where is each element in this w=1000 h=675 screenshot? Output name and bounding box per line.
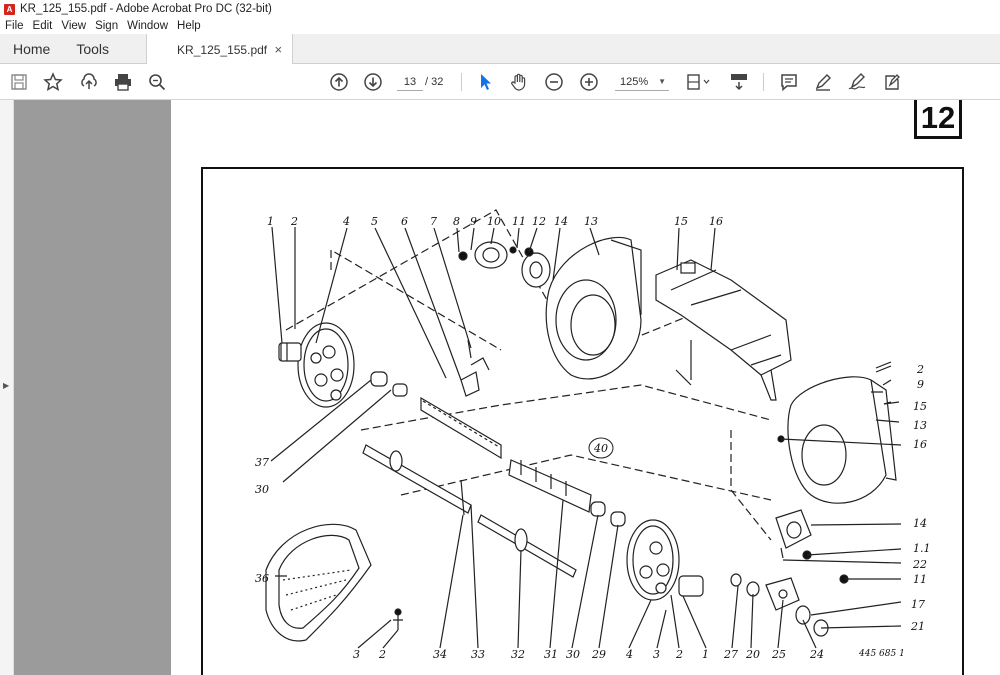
fill-sign-icon[interactable] (881, 71, 903, 93)
part-label: 3 (653, 648, 660, 661)
menu-window[interactable]: Window (127, 20, 169, 32)
sign-icon[interactable] (846, 71, 868, 93)
part-label: 33 (471, 648, 485, 661)
left-panel-toggle[interactable]: ▶ (0, 100, 14, 675)
part-label: 16 (913, 438, 927, 451)
zoom-in-icon[interactable] (578, 71, 600, 93)
chevron-down-icon: ▼ (658, 77, 666, 86)
fit-page-icon[interactable] (685, 71, 713, 93)
menu-bar: File Edit View Sign Window Help (0, 18, 1000, 34)
part-label: 12 (532, 215, 546, 228)
center-callout: 40 (593, 442, 608, 455)
part-label: 29 (591, 648, 606, 661)
part-label: 1 (267, 215, 274, 228)
part-label: 14 (554, 215, 568, 228)
page-total: / 32 (425, 76, 444, 88)
window-title: KR_125_155.pdf - Adobe Acrobat Pro DC (3… (20, 3, 272, 15)
close-tab-icon[interactable]: × (274, 42, 283, 57)
part-label: 13 (584, 215, 598, 228)
part-label: 11 (512, 215, 526, 228)
part-label: 5 (371, 215, 378, 228)
find-icon[interactable] (146, 71, 168, 93)
acrobat-app-icon: A (4, 3, 15, 15)
part-label: 34 (433, 648, 447, 661)
upload-icon[interactable] (78, 71, 100, 93)
toolbar: 13 / 32 125% ▼ (0, 64, 1000, 100)
scroll-mode-icon[interactable] (728, 71, 750, 93)
part-label: 21 (910, 620, 925, 633)
tab-tools[interactable]: Tools (76, 40, 110, 57)
comment-icon[interactable] (778, 71, 800, 93)
toolbar-divider (763, 73, 764, 91)
part-label: 30 (255, 483, 269, 496)
part-label: 2 (916, 363, 924, 376)
part-label: 27 (723, 648, 738, 661)
previous-page-icon[interactable] (328, 71, 350, 93)
part-label: 14 (913, 517, 927, 530)
zoom-out-icon[interactable] (543, 71, 565, 93)
part-label: 2 (378, 648, 386, 661)
exploded-parts-diagram: 40 1 2 4 5 6 7 8 9 10 11 12 14 13 15 16 … (201, 167, 964, 675)
diagram-linework (265, 209, 902, 649)
expand-panel-icon: ▶ (3, 381, 10, 390)
tab-document[interactable]: KR_125_155.pdf × (146, 34, 294, 65)
page-number-input[interactable]: 13 (397, 73, 423, 91)
part-label: 8 (453, 215, 460, 228)
part-label: 15 (674, 215, 688, 228)
highlight-pen-icon[interactable] (812, 71, 834, 93)
menu-edit[interactable]: Edit (32, 20, 53, 32)
document-tab-label: KR_125_155.pdf (177, 42, 268, 57)
part-label: 1 (702, 648, 709, 661)
part-label: 30 (566, 648, 580, 661)
part-label: 9 (470, 215, 477, 228)
part-label: 2 (290, 215, 298, 228)
part-label: 13 (913, 419, 927, 432)
part-label: 32 (511, 648, 525, 661)
part-label: 7 (430, 215, 437, 228)
page-badge: 12 (914, 100, 962, 139)
print-icon[interactable] (112, 71, 134, 93)
menu-view[interactable]: View (61, 20, 87, 32)
part-label: 4 (342, 215, 350, 228)
menu-help[interactable]: Help (177, 20, 201, 32)
part-label: 4 (625, 648, 633, 661)
tab-bar: Home Tools KR_125_155.pdf × (0, 34, 1000, 65)
pdf-page[interactable]: 12 (171, 100, 1000, 675)
select-arrow-icon[interactable] (474, 71, 496, 93)
part-label: 31 (544, 648, 558, 661)
hand-tool-icon[interactable] (508, 71, 530, 93)
menu-file[interactable]: File (5, 20, 24, 32)
zoom-level-value: 125% (620, 76, 649, 88)
diagram-frame (201, 167, 964, 675)
part-label: 15 (913, 400, 927, 413)
part-label: 36 (255, 572, 269, 585)
part-label: 1.1 (913, 542, 931, 555)
part-label: 10 (487, 215, 501, 228)
part-label: 37 (255, 456, 269, 469)
part-label: 25 (771, 648, 786, 661)
drawing-code: 445 685 1 (858, 649, 905, 659)
part-label: 20 (745, 648, 760, 661)
toolbar-divider (461, 73, 462, 91)
part-label: 2 (675, 648, 683, 661)
part-label: 3 (353, 648, 360, 661)
part-label: 22 (912, 558, 927, 571)
tab-home[interactable]: Home (13, 40, 51, 57)
document-background (14, 100, 171, 675)
zoom-level-dropdown[interactable]: 125% ▼ (615, 73, 669, 91)
save-icon[interactable] (8, 71, 30, 93)
part-label: 6 (401, 215, 408, 228)
next-page-icon[interactable] (362, 71, 384, 93)
part-label: 9 (917, 378, 924, 391)
bookmark-star-icon[interactable] (42, 71, 64, 93)
menu-sign[interactable]: Sign (95, 20, 119, 32)
part-label: 11 (913, 573, 927, 586)
title-bar: A KR_125_155.pdf - Adobe Acrobat Pro DC … (0, 0, 1000, 18)
part-label: 16 (709, 215, 723, 228)
part-label: 24 (809, 648, 824, 661)
part-label: 17 (911, 598, 925, 611)
